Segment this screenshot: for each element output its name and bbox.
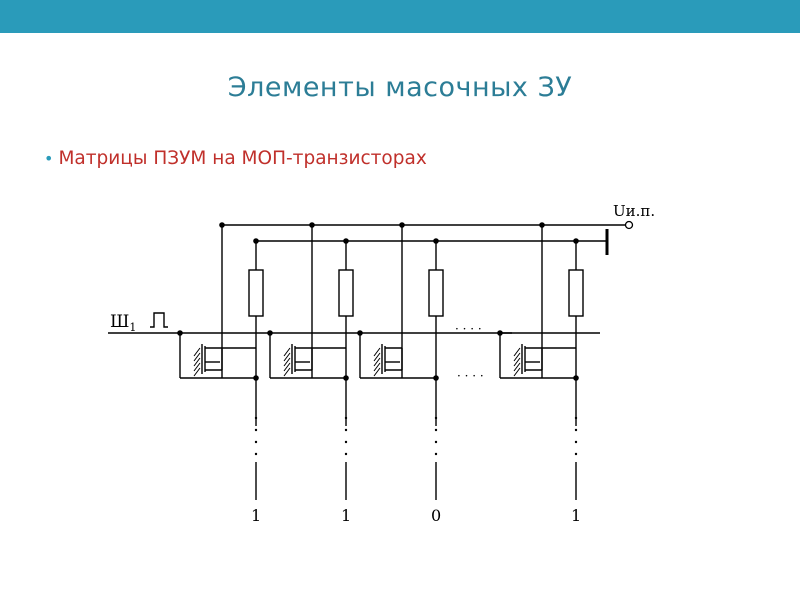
bullet-dot-icon: •	[44, 149, 54, 168]
junction-dot	[253, 238, 259, 244]
bullet-item: •Матрицы ПЗУМ на МОП-транзисторах	[44, 148, 427, 169]
continuation-dot	[574, 416, 578, 420]
continuation-dot	[434, 440, 438, 444]
continuation-dot	[254, 440, 258, 444]
ellipsis-upper: · · · ·	[455, 322, 482, 336]
continuation-dot	[434, 416, 438, 420]
supply-label: Uи.п.	[613, 202, 655, 220]
continuation-dot	[344, 440, 348, 444]
bit-value-label: 1	[571, 506, 581, 525]
bit-value-label: 0	[431, 506, 441, 525]
junction-dot	[573, 238, 579, 244]
junction-dot	[219, 222, 225, 228]
junction-dot	[357, 330, 363, 336]
memory-cells: 1 1 0 1	[177, 222, 584, 525]
continuation-dot	[574, 452, 578, 456]
continuation-dot	[434, 428, 438, 432]
bit-value-label: 1	[251, 506, 261, 525]
resistor-icon	[338, 269, 354, 317]
junction-dot	[433, 238, 439, 244]
junction-dot	[177, 330, 183, 336]
junction-dot	[399, 222, 405, 228]
junction-dot	[497, 330, 503, 336]
supply-terminal-icon	[624, 220, 634, 230]
junction-dot	[267, 330, 273, 336]
junction-dot	[309, 222, 315, 228]
resistor-icon	[568, 269, 584, 317]
transistor-hatch-icon	[193, 347, 201, 377]
continuation-dot	[574, 440, 578, 444]
ellipsis-lower: · · · ·	[457, 369, 484, 383]
continuation-dot	[344, 428, 348, 432]
resistor-icon	[428, 269, 444, 317]
transistor-hatch-icon	[373, 347, 381, 377]
bullet-text: Матрицы ПЗУМ на МОП-транзисторах	[58, 148, 427, 169]
continuation-dot	[344, 416, 348, 420]
junction-dot	[539, 222, 545, 228]
transistor-hatch-icon	[513, 347, 521, 377]
bit-value-label: 1	[341, 506, 351, 525]
continuation-dot	[254, 452, 258, 456]
continuation-dot	[254, 428, 258, 432]
transistor-hatch-icon	[283, 347, 291, 377]
continuation-dot	[344, 452, 348, 456]
continuation-dot	[254, 416, 258, 420]
pulse-icon	[150, 312, 168, 328]
wordline-label: Ш1	[110, 312, 136, 334]
resistor-icon	[248, 269, 264, 317]
slide-title: Элементы масочных ЗУ	[227, 72, 573, 103]
junction-dot	[343, 238, 349, 244]
continuation-dot	[434, 452, 438, 456]
continuation-dot	[574, 428, 578, 432]
header-bar	[0, 0, 800, 33]
